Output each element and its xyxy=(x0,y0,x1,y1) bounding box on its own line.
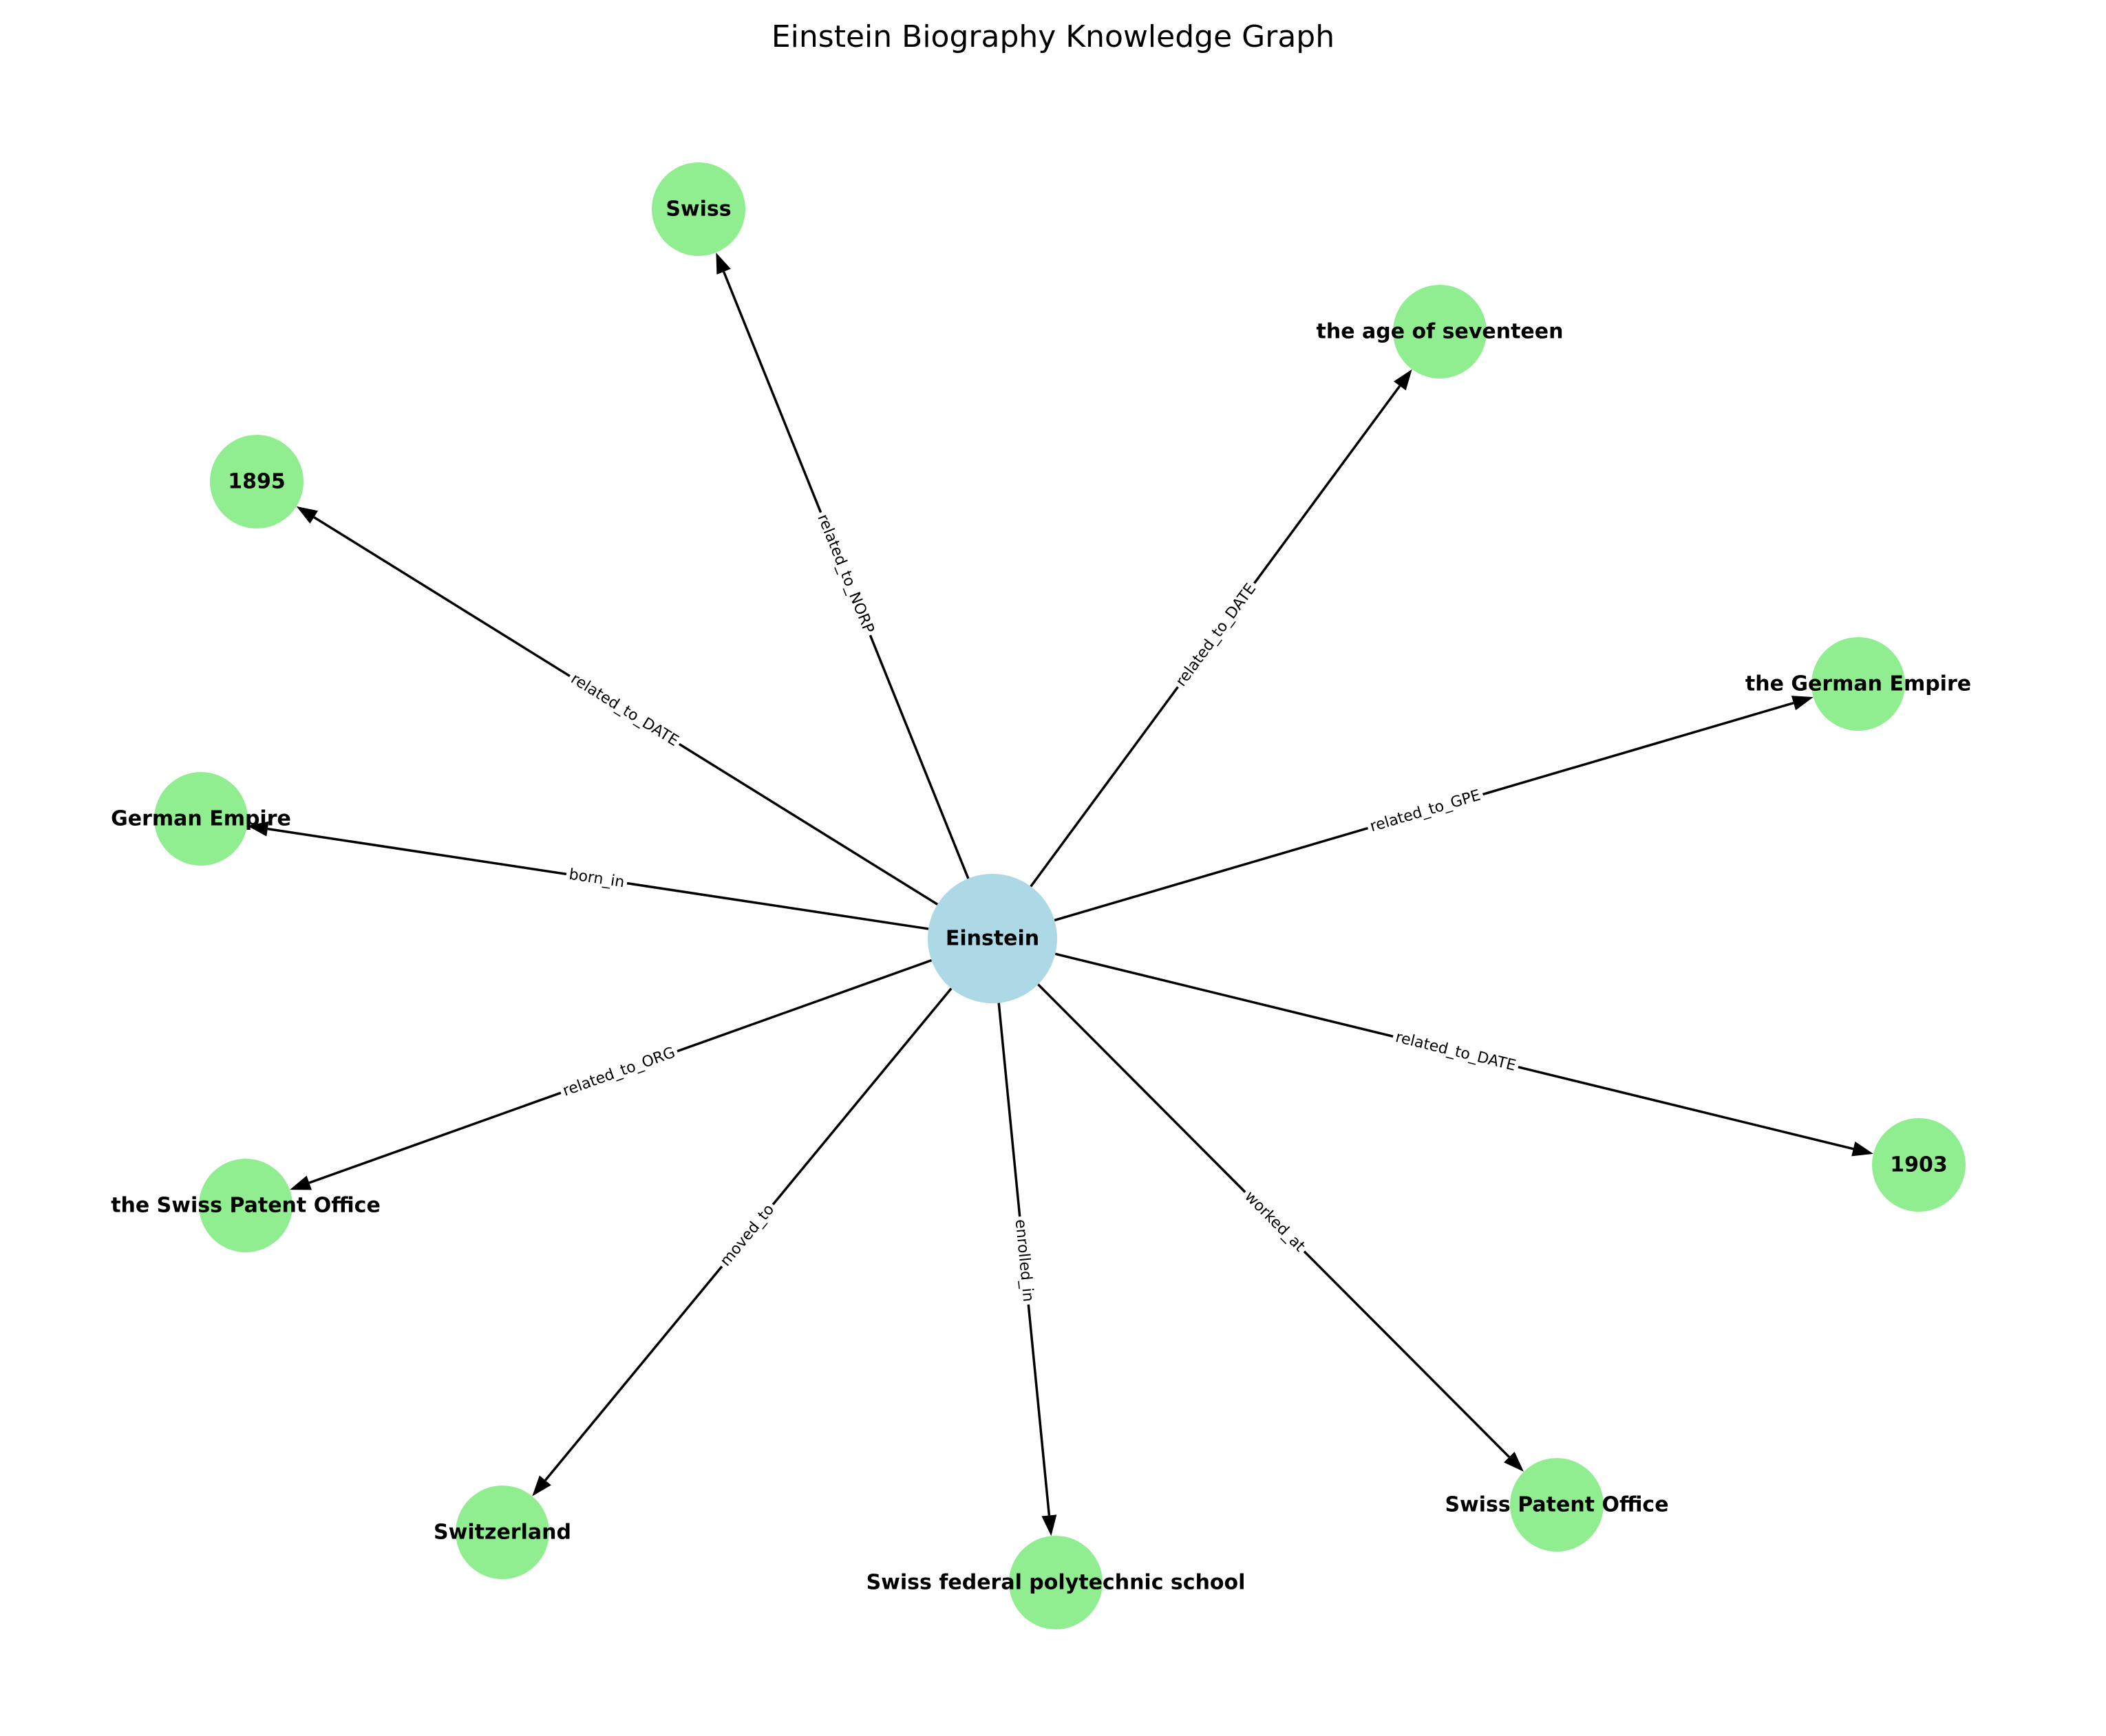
nodes-layer: Swiss the age of seventeen 1895 the German … xyxy=(111,162,1971,1629)
node-label-german_empire: German Empire xyxy=(111,807,291,831)
edge-label-y1903: related_to_DATE xyxy=(1390,1026,1521,1078)
node-circle-swiss_patent_office_the xyxy=(199,1159,292,1252)
edge-label-swiss: related_to_NORP xyxy=(811,508,880,639)
node-circle-swiss xyxy=(652,162,745,256)
edge-label-text: related_to_GPE xyxy=(1368,787,1482,836)
edge-label-text: related_to_NORP xyxy=(813,512,877,636)
node-label-einstein: Einstein xyxy=(946,927,1039,951)
edges-layer xyxy=(247,253,1873,1536)
node-age17: the age of seventeen xyxy=(1317,285,1564,378)
edge-label-text: worked_at xyxy=(1241,1188,1308,1256)
node-circle-y1895 xyxy=(210,435,304,528)
edge-arrow-polytechnic xyxy=(1041,1514,1057,1536)
node-circle-polytechnic xyxy=(1009,1536,1103,1629)
edge-label-bg xyxy=(1390,1026,1521,1078)
edge-label-text: related_to_DATE xyxy=(1173,580,1259,689)
node-swiss: Swiss xyxy=(652,162,745,256)
edge-label-text: related_to_ORG xyxy=(561,1044,678,1100)
edge-label-bg xyxy=(1009,1215,1039,1306)
edge-label-text: moved_to xyxy=(717,1201,778,1270)
edge-arrow-swiss_patent_office xyxy=(1504,1451,1524,1472)
edge-label-y1895: related_to_DATE xyxy=(564,667,685,753)
node-label-y1903: 1903 xyxy=(1890,1153,1948,1177)
node-label-swiss_patent_office_the: the Swiss Patent Office xyxy=(111,1194,381,1218)
edge-label-bg xyxy=(564,864,629,894)
edge-arrow-swiss_patent_office_the xyxy=(290,1175,312,1190)
node-label-swiss: Swiss xyxy=(666,197,731,222)
node-label-polytechnic: Swiss federal polytechnic school xyxy=(866,1571,1246,1595)
edge-label-text: related_to_DATE xyxy=(568,670,681,750)
node-german_empire: German Empire xyxy=(111,772,291,866)
edge-label-bg xyxy=(811,508,880,639)
node-german_empire_the: the German Empire xyxy=(1745,637,1971,731)
edge-arrow-age17 xyxy=(1394,369,1412,391)
edge-label-bg xyxy=(557,1041,681,1103)
node-circle-einstein xyxy=(928,874,1057,1003)
node-circle-german_empire_the xyxy=(1811,637,1905,731)
edge-arrow-y1895 xyxy=(296,506,319,524)
node-y1903: 1903 xyxy=(1872,1118,1966,1212)
node-circle-german_empire xyxy=(154,772,248,866)
edge-label-bg xyxy=(564,667,685,753)
node-swiss_patent_office_the: the Swiss Patent Office xyxy=(111,1159,381,1252)
node-einstein: Einstein xyxy=(928,874,1057,1003)
edge-label-bg xyxy=(713,1197,782,1274)
node-label-age17: the age of seventeen xyxy=(1317,320,1564,344)
edge-arrow-german_empire xyxy=(247,821,269,837)
edge-label-swiss_patent_office_the: related_to_ORG xyxy=(557,1041,681,1103)
node-label-y1895: 1895 xyxy=(228,470,286,494)
node-circle-swiss_patent_office xyxy=(1510,1458,1604,1552)
edge-label-polytechnic: enrolled_in xyxy=(1009,1215,1039,1306)
edge-label-german_empire_the: related_to_GPE xyxy=(1365,784,1486,839)
node-polytechnic: Swiss federal polytechnic school xyxy=(866,1536,1246,1629)
edge-label-bg xyxy=(1365,784,1486,839)
edge-arrow-y1903 xyxy=(1851,1142,1873,1157)
node-circle-switzerland xyxy=(456,1486,549,1579)
node-circle-y1903 xyxy=(1872,1118,1966,1212)
node-label-swiss_patent_office: Swiss Patent Office xyxy=(1445,1493,1668,1517)
node-label-switzerland: Switzerland xyxy=(434,1521,571,1545)
edge-label-swiss_patent_office: worked_at xyxy=(1237,1184,1312,1259)
edge-arrow-german_empire_the xyxy=(1791,696,1814,711)
edge-label-age17: related_to_DATE xyxy=(1169,577,1263,694)
node-circle-age17 xyxy=(1393,285,1487,378)
graph-title: Einstein Biography Knowledge Graph xyxy=(772,19,1334,54)
edge-label-german_empire: born_in xyxy=(564,864,629,894)
edge-label-bg xyxy=(1237,1184,1312,1259)
node-label-german_empire_the: the German Empire xyxy=(1745,672,1971,696)
edge-label-switzerland: moved_to xyxy=(713,1197,782,1274)
node-y1895: 1895 xyxy=(210,435,304,528)
node-switzerland: Switzerland xyxy=(434,1486,571,1579)
node-swiss_patent_office: Swiss Patent Office xyxy=(1445,1458,1669,1552)
edge-arrow-switzerland xyxy=(532,1475,551,1497)
edge-arrow-swiss xyxy=(716,253,731,275)
edge-label-bg xyxy=(1169,577,1263,694)
